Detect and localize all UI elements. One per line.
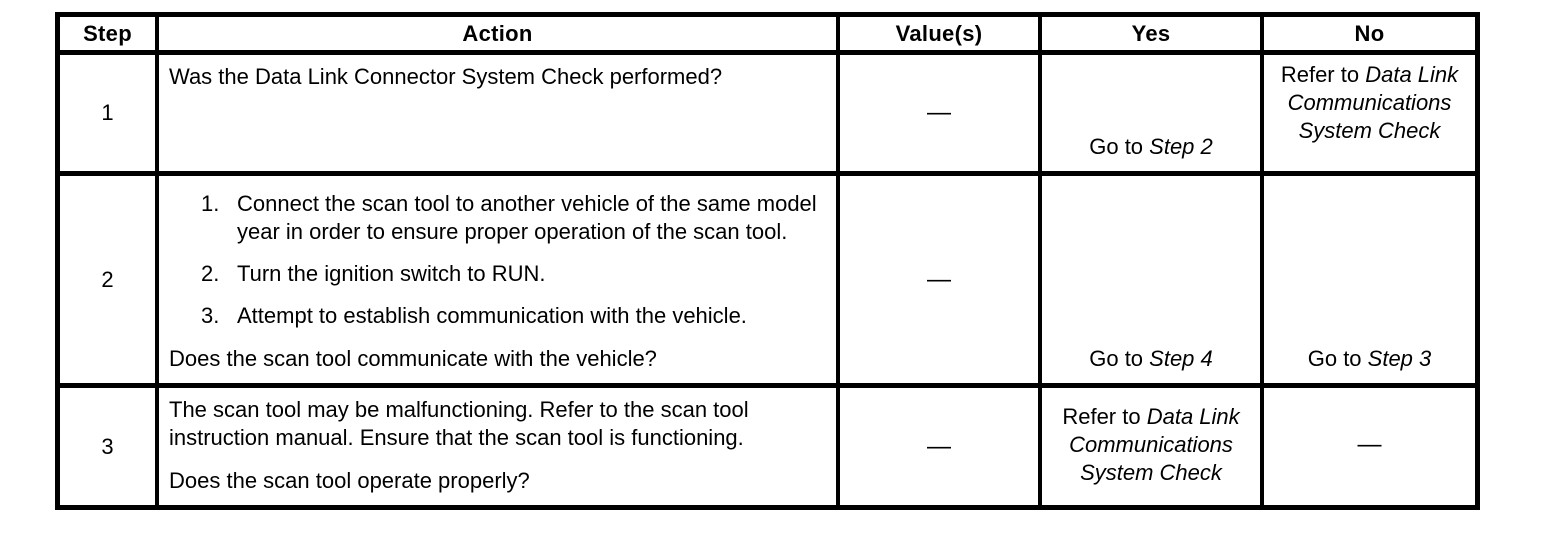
row1-no-cell: Refer to Data Link Communications System… bbox=[1260, 50, 1475, 171]
row1-yes-cell: Go to Step 2 bbox=[1038, 50, 1260, 171]
header-yes: Yes bbox=[1038, 17, 1260, 50]
row2-no-prefix: Go to bbox=[1307, 346, 1368, 371]
row3-value-dash: — bbox=[927, 432, 951, 460]
row3-yes-prefix: Refer to bbox=[1062, 403, 1147, 429]
list-number: 3. bbox=[201, 303, 220, 328]
row2-action-cell: 1. Connect the scan tool to another vehi… bbox=[155, 171, 836, 383]
row1-value-cell: — bbox=[836, 50, 1038, 171]
row1-no-prefix: Refer to bbox=[1280, 62, 1366, 87]
row2-yes-cell: Go to Step 4 bbox=[1038, 171, 1260, 383]
header-action: Action bbox=[155, 17, 836, 50]
row3-step-number: 3 bbox=[60, 383, 155, 505]
row2-no-text: Go to Step 3 bbox=[1308, 345, 1432, 373]
list-text: Turn the ignition switch to RUN. bbox=[237, 261, 546, 286]
row1-action-cell: Was the Data Link Connector System Check… bbox=[155, 50, 836, 171]
row2-action-question: Does the scan tool communicate with the … bbox=[169, 346, 657, 371]
row2-action-list-item: 3. Attempt to establish communication wi… bbox=[169, 302, 824, 330]
row1-step-number: 1 bbox=[60, 50, 155, 171]
row2-action-list-item: 1. Connect the scan tool to another vehi… bbox=[169, 190, 824, 246]
row2-yes-ref: Step 4 bbox=[1149, 346, 1213, 371]
row3-value-cell: — bbox=[836, 383, 1038, 505]
row2-yes-prefix: Go to bbox=[1089, 346, 1150, 371]
row2-value-cell: — bbox=[836, 171, 1038, 383]
row1-no-ref: Data Link Communications System Check bbox=[1287, 62, 1459, 143]
row2-no-cell: Go to Step 3 bbox=[1260, 171, 1475, 383]
header-step: Step bbox=[83, 20, 132, 46]
row2-no-ref: Step 3 bbox=[1367, 346, 1432, 371]
row1-value-dash: — bbox=[927, 99, 951, 126]
row3-yes-text: Refer to Data Link Communications System… bbox=[1062, 403, 1240, 487]
row2-value-dash: — bbox=[927, 265, 951, 293]
list-text: Attempt to establish communication with … bbox=[237, 303, 747, 328]
row3-action-text: The scan tool may be malfunctioning. Ref… bbox=[169, 397, 749, 450]
diagnostic-steps-table: Step Action Value(s) Yes No 1 Was the Da… bbox=[55, 12, 1480, 510]
row1-yes-ref: Step 2 bbox=[1149, 134, 1213, 159]
row3-yes-ref: Data Link Communications System Check bbox=[1069, 403, 1240, 485]
row3-no-dash: — bbox=[1358, 431, 1382, 459]
list-number: 1. bbox=[201, 191, 220, 216]
row2-action-list-item: 2. Turn the ignition switch to RUN. bbox=[169, 260, 824, 288]
row3-no-prefix: — bbox=[1357, 430, 1382, 458]
row1-action-question: Was the Data Link Connector System Check… bbox=[169, 64, 723, 89]
header-values: Value(s) bbox=[836, 17, 1038, 50]
row3-yes-cell: Refer to Data Link Communications System… bbox=[1038, 383, 1260, 505]
row3-action-question: Does the scan tool operate properly? bbox=[169, 468, 530, 493]
list-text: Connect the scan tool to another vehicle… bbox=[237, 191, 817, 244]
row1-yes-prefix: Go to bbox=[1089, 134, 1150, 159]
row2-yes-text: Go to Step 4 bbox=[1089, 345, 1213, 373]
row2-step-number: 2 bbox=[60, 171, 155, 383]
row1-yes-text: Go to Step 2 bbox=[1089, 133, 1213, 161]
row3-no-cell: — bbox=[1260, 383, 1475, 505]
header-no: No bbox=[1260, 17, 1475, 50]
row1-no-text: Refer to Data Link Communications System… bbox=[1281, 61, 1459, 145]
row3-action-cell: The scan tool may be malfunctioning. Ref… bbox=[155, 383, 836, 505]
list-number: 2. bbox=[201, 261, 220, 286]
